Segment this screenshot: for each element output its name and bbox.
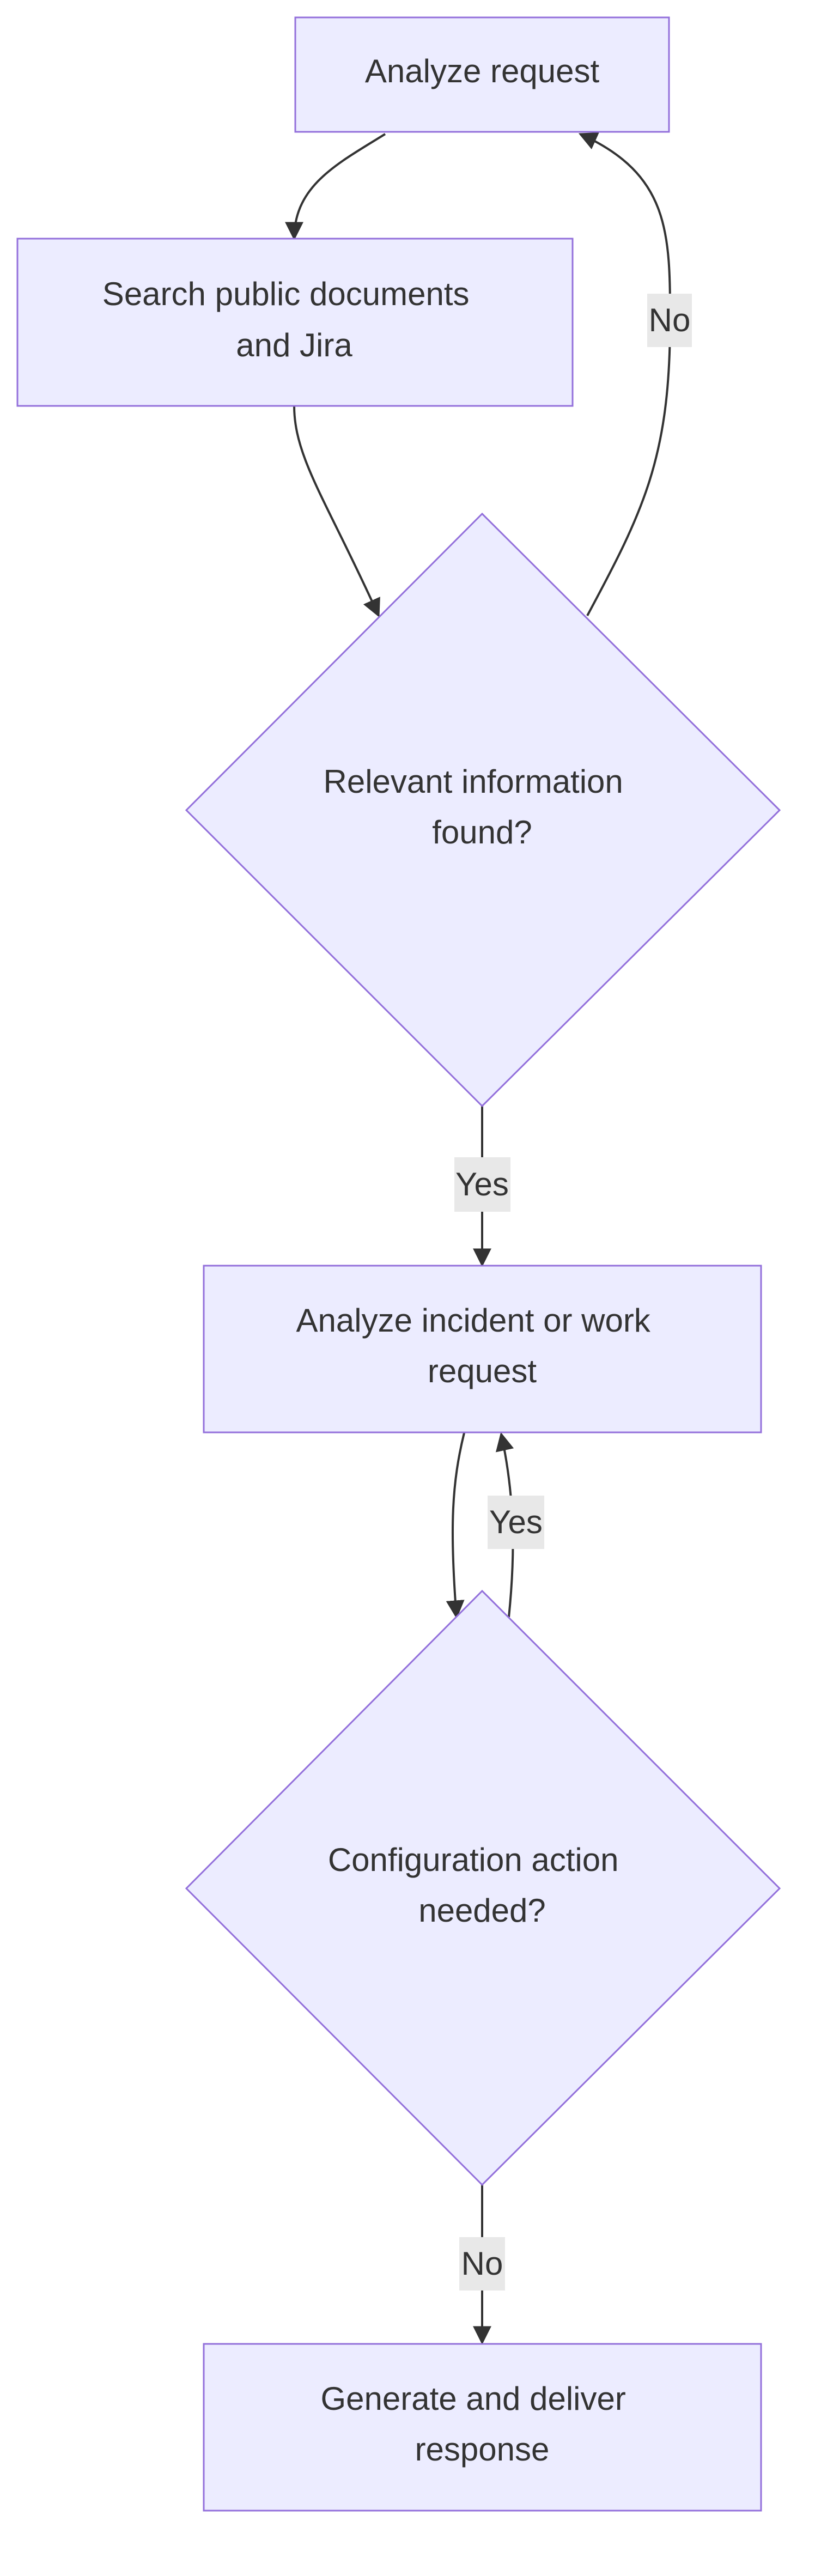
edge-label-config-yes-bg — [488, 1496, 544, 1549]
edge-label-config-no-bg — [459, 2237, 505, 2291]
node-config-action-line-1: Configuration action — [328, 1842, 619, 1878]
node-analyze-request: Analyze request — [294, 16, 670, 133]
svg-text:Analyze incident or work: Analyze incident or work request — [296, 1302, 660, 1389]
node-search-docs: Search public documents and Jira — [16, 238, 574, 407]
edge-label-relevant-yes-text: Yes — [455, 1166, 509, 1202]
edge-search-docs-to-relevant-info — [293, 405, 380, 618]
svg-text:Configuration action nee: Configuration action needed? — [328, 1842, 628, 1929]
edge-label-config-yes-text: Yes — [489, 1504, 543, 1540]
edge-label-relevant-yes: Yes — [454, 1157, 510, 1212]
node-config-action: Configuration action needed? — [185, 1589, 781, 2186]
node-generate-response: Generate and deliver response — [203, 2343, 762, 2512]
node-generate-response-line-1: Generate and deliver — [320, 2380, 625, 2417]
node-generate-response-line-2: response — [415, 2431, 550, 2468]
node-analyze-request-line-1: Analyze request — [365, 53, 600, 89]
node-relevant-info-line-2: found? — [432, 814, 532, 850]
edge-label-config-yes: Yes — [488, 1496, 544, 1549]
node-generate-response-box — [203, 2343, 762, 2512]
edge-label-config-no: No — [459, 2237, 505, 2291]
node-search-docs-line-2: and Jira — [236, 327, 352, 363]
edge-relevant-info-no-to-analyze-request — [578, 132, 672, 616]
svg-text:Relevant information fou: Relevant information found? — [324, 763, 632, 850]
node-analyze-incident-box — [203, 1265, 762, 1433]
edge-analyze-incident-to-config-action — [446, 1432, 465, 1619]
edge-label-relevant-yes-bg — [454, 1157, 510, 1212]
edge-analyze-request-to-search-docs — [285, 133, 386, 241]
node-relevant-info-diamond — [185, 512, 781, 1108]
edge-label-relevant-no-bg — [647, 294, 692, 347]
svg-text:Analyze request: Analyze request — [365, 53, 600, 89]
node-config-action-line-2: needed? — [418, 1892, 546, 1929]
node-config-action-diamond — [185, 1589, 781, 2186]
node-analyze-incident-line-1: Analyze incident or work — [296, 1302, 651, 1339]
svg-text:Search public documents: Search public documents and Jira — [102, 276, 478, 363]
edge-label-relevant-no-text: No — [649, 302, 691, 338]
edge-label-config-no-text: No — [461, 2245, 503, 2282]
node-analyze-request-box — [294, 16, 670, 133]
node-search-docs-box — [16, 238, 574, 407]
svg-text:Generate and deliver res: Generate and deliver response — [320, 2380, 635, 2468]
node-relevant-info-line-1: Relevant information — [324, 763, 623, 800]
node-analyze-incident-line-2: request — [428, 1353, 537, 1389]
node-relevant-info: Relevant information found? — [185, 512, 781, 1108]
node-analyze-incident: Analyze incident or work request — [203, 1265, 762, 1433]
node-search-docs-line-1: Search public documents — [102, 276, 470, 312]
edge-label-relevant-no: No — [647, 294, 692, 347]
